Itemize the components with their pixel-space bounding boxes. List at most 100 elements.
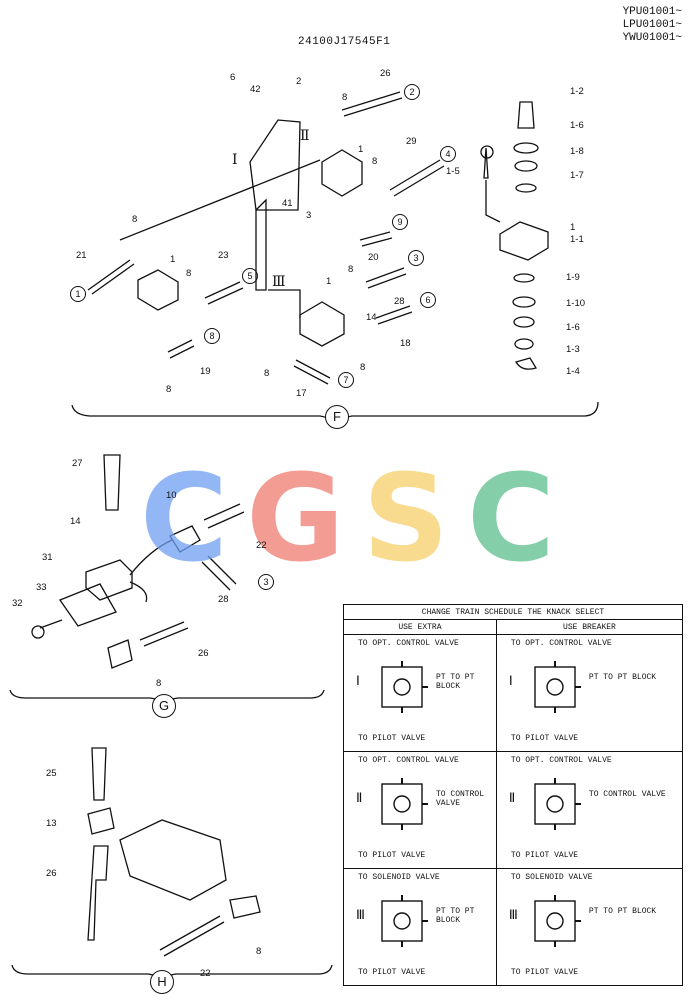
label-top: TO OPT. CONTROL VALVE [358, 756, 459, 765]
label-bottom: TO PILOT VALVE [510, 968, 579, 977]
label-side: TO CONTROL VALVE [588, 790, 666, 799]
callout-32: 32 [12, 598, 23, 609]
callout-1-1: 1-1 [570, 234, 584, 245]
label-top: TO OPT. CONTROL VALVE [510, 756, 612, 765]
callout-8-h: 8 [256, 946, 262, 957]
roman-numeral: Ⅰ [356, 673, 360, 688]
callout-26-h: 26 [46, 868, 57, 879]
callout-1-5: 1-5 [446, 166, 460, 177]
callout-19: 19 [200, 366, 211, 377]
cell-breaker-iii: TO SOLENOID VALVE Ⅲ PT TO PT BLOCK TO PI… [495, 868, 684, 986]
valve-icon [381, 895, 428, 947]
callout-1-6: 1-6 [570, 120, 584, 131]
callout-8g: 8 [264, 368, 270, 379]
callout-10: 10 [166, 490, 177, 501]
callout-8-g: 8 [156, 678, 162, 689]
callout-28: 28 [394, 296, 405, 307]
port-9: 9 [392, 214, 408, 230]
label-top: TO OPT. CONTROL VALVE [358, 639, 459, 648]
callout-8e: 8 [348, 264, 354, 275]
cell-breaker-ii: TO OPT. CONTROL VALVE Ⅱ TO CONTROL VALVE… [495, 751, 684, 869]
port-3-g: 3 [258, 574, 274, 590]
roman-numeral: Ⅱ [356, 790, 363, 805]
section-label-f: F [325, 405, 349, 429]
callout-1-4: 1-4 [566, 366, 580, 377]
roman-numeral: Ⅱ [508, 790, 516, 805]
callout-33: 33 [36, 582, 47, 593]
valve-icon [534, 895, 581, 947]
callout-1d: 1 [570, 222, 576, 233]
cell-breaker-i: TO OPT. CONTROL VALVE Ⅰ PT TO PT BLOCK T… [495, 634, 684, 752]
callout-8d: 8 [186, 268, 192, 279]
cell-extra-ii: TO OPT. CONTROL VALVE Ⅱ TO CONTROL VALVE… [343, 751, 497, 869]
serial-1: YPU01001~ [622, 6, 682, 18]
serial-numbers: YPU01001~ LPU01001~ YWU01001~ [623, 6, 682, 45]
callout-1: 1 [358, 144, 364, 155]
callout-31: 31 [42, 552, 53, 563]
callout-18: 18 [400, 338, 411, 349]
drawing-number: 24100J17545F1 [298, 36, 391, 48]
callout-1b: 1 [170, 254, 176, 265]
label-side: PT TO PT BLOCK [436, 673, 475, 691]
callout-6: 6 [230, 72, 236, 83]
label-side: TO CONTROL VALVE [436, 790, 485, 808]
callout-23: 23 [218, 250, 229, 261]
callout-8h: 8 [360, 362, 366, 373]
valve-icon [534, 661, 581, 713]
callout-28-g: 28 [218, 594, 229, 605]
callout-17: 17 [296, 388, 307, 399]
label-side: PT TO PT BLOCK [588, 907, 657, 916]
col-use-breaker: USE BREAKER [495, 619, 684, 635]
roman-ii: Ⅱ [300, 129, 310, 144]
port-8: 8 [204, 328, 220, 344]
watermark-letter-g: G [246, 450, 363, 589]
valve-icon [381, 778, 428, 830]
callout-3: 3 [306, 210, 312, 221]
callout-26: 26 [380, 68, 391, 79]
change-schedule-table: CHANGE TRAIN SCHEDULE THE KNACK SELECT U… [343, 604, 684, 986]
label-bottom: TO PILOT VALVE [358, 968, 426, 977]
cell-extra-iii: TO SOLENOID VALVE Ⅲ PT TO PT BLOCK TO PI… [343, 868, 497, 986]
port-4: 4 [440, 146, 456, 162]
callout-1c: 1 [326, 276, 332, 287]
label-side: PT TO PT BLOCK [588, 673, 657, 682]
valve-icon [381, 661, 428, 713]
cell-extra-i: TO OPT. CONTROL VALVE Ⅰ PT TO PT BLOCK T… [343, 634, 497, 752]
callout-8c: 8 [132, 214, 138, 225]
callout-1-7: 1-7 [570, 170, 584, 181]
callout-22-h: 22 [200, 968, 211, 979]
label-top: TO SOLENOID VALVE [510, 873, 593, 882]
valve-icon [534, 778, 581, 830]
port-1: 1 [70, 286, 86, 302]
port-5: 5 [242, 268, 258, 284]
callout-20: 20 [368, 252, 379, 263]
label-top: TO SOLENOID VALVE [358, 873, 440, 882]
callout-1-8: 1-8 [570, 146, 584, 157]
label-bottom: TO PILOT VALVE [358, 851, 426, 860]
schedule-title: CHANGE TRAIN SCHEDULE THE KNACK SELECT [343, 604, 683, 620]
port-7: 7 [338, 372, 354, 388]
callout-29: 29 [406, 136, 417, 147]
callout-8f: 8 [166, 384, 172, 395]
callout-41: 41 [282, 198, 293, 209]
callout-14: 14 [366, 312, 377, 323]
callout-13: 13 [46, 818, 57, 829]
watermark-letter-s: S [362, 450, 468, 589]
callout-21: 21 [76, 250, 87, 261]
label-bottom: TO PILOT VALVE [510, 851, 579, 860]
label-bottom: TO PILOT VALVE [358, 734, 426, 743]
callout-1-2: 1-2 [570, 86, 584, 97]
callout-1-6b: 1-6 [566, 322, 580, 333]
section-label-h: H [150, 970, 174, 994]
serial-2: LPU01001~ [622, 19, 682, 31]
watermark-letter-c2: C [467, 450, 574, 589]
roman-numeral: Ⅲ [356, 907, 365, 922]
roman-iii: Ⅲ [272, 275, 286, 290]
callout-1-3: 1-3 [566, 344, 580, 355]
callout-8b: 8 [372, 156, 378, 167]
callout-8: 8 [342, 92, 348, 103]
port-3: 3 [408, 250, 424, 266]
label-side: PT TO PT BLOCK [436, 907, 475, 925]
label-top: TO OPT. CONTROL VALVE [510, 639, 612, 648]
